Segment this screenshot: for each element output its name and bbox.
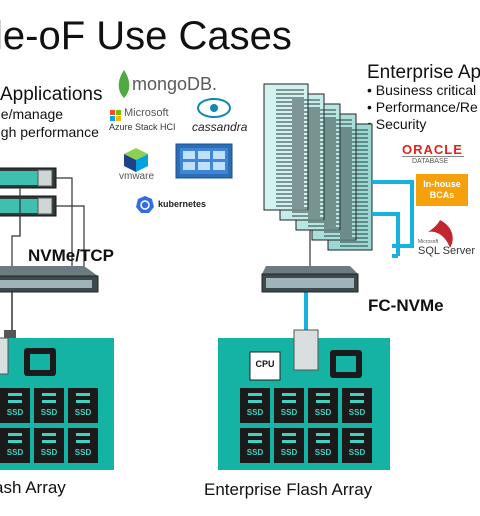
right-flash-array (218, 329, 390, 470)
ssd-label: SSD (348, 408, 366, 417)
ssd-label: SSD (74, 448, 92, 457)
ssd-layers-icon (350, 393, 364, 403)
ssd-label: SSD (74, 408, 92, 417)
left-flash-array (0, 337, 114, 470)
left-bullet-1: e/manage (0, 106, 63, 122)
azure-stack-hci-logo: Azure Stack HCI (109, 122, 176, 132)
right-bullet-1: Business critical (367, 82, 476, 98)
left-network-switch (0, 266, 99, 293)
oracle-database-text: DATABASE (412, 158, 449, 165)
sql-microsoft-text: Microsoft (418, 239, 439, 245)
left-servers (0, 167, 57, 217)
ssd-layers-icon (42, 433, 56, 443)
ssd-label: SSD (280, 408, 298, 417)
slide-title: le-oF Use Cases (0, 14, 292, 58)
sql-server-icon (428, 220, 453, 248)
mongodb-logo: mongoDB. (132, 74, 218, 94)
sql-server-logo: SQL Server (418, 245, 476, 257)
ssd-label: SSD (246, 408, 264, 417)
cassandra-eye-icon (197, 98, 231, 118)
ssd-label: SSD (6, 408, 24, 417)
left-heading: Applications (0, 84, 103, 105)
nvme-tcp-label: NVMe/TCP (28, 246, 114, 265)
oracle-logo: ORACLE (402, 142, 463, 157)
ssd-layers-icon (8, 393, 22, 403)
ssd-layers-icon (248, 393, 262, 403)
fc-cables (304, 180, 414, 334)
left-cables (11, 177, 85, 274)
ssd-layers-icon (8, 433, 22, 443)
microsoft-logo-text: Microsoft (124, 107, 169, 119)
ssd-layers-icon (316, 433, 330, 443)
inhouse-line-1: In-house (423, 179, 461, 189)
left-array-label: ash Array (0, 478, 66, 497)
ssd-label: SSD (348, 448, 366, 457)
right-array-label: Enterprise Flash Array (204, 480, 373, 499)
ssd-label: SSD (6, 448, 24, 457)
left-bullet-2: gh performance (0, 124, 99, 140)
ssd-layers-icon (316, 393, 330, 403)
vmware-cube-icon (124, 148, 148, 172)
right-bullet-2: Performance/Re (367, 99, 478, 115)
mongodb-leaf-icon (118, 70, 130, 98)
ssd-label: SSD (314, 448, 332, 457)
right-network-switch (261, 266, 359, 293)
ssd-label: SSD (40, 448, 58, 457)
ssd-layers-icon (248, 433, 262, 443)
ssd-layers-icon (76, 393, 90, 403)
right-bullet-3: Security (367, 116, 427, 132)
ssd-layers-icon (76, 433, 90, 443)
vmware-logo: vmware (119, 171, 155, 182)
right-heading: Enterprise Ap (367, 62, 480, 83)
kubernetes-logo: kubernetes (158, 199, 207, 209)
ssd-layers-icon (282, 433, 296, 443)
inhouse-line-2: BCAs (429, 190, 455, 200)
inhouse-bcas-badge: In-house BCAs (416, 174, 468, 206)
ssd-layers-icon (350, 433, 364, 443)
ssd-label: SSD (280, 448, 298, 457)
ssd-label: SSD (314, 408, 332, 417)
fc-nvme-label: FC-NVMe (368, 296, 444, 315)
ssd-layers-icon (282, 393, 296, 403)
ssd-label: SSD (246, 448, 264, 457)
dashboard-screenshot-icon (175, 143, 233, 179)
microsoft-logo-icon (110, 110, 121, 121)
ssd-layers-icon (42, 393, 56, 403)
cpu-label: CPU (255, 359, 275, 369)
kubernetes-wheel-icon (136, 196, 154, 213)
cassandra-logo: cassandra (192, 120, 248, 134)
ssd-label: SSD (40, 408, 58, 417)
